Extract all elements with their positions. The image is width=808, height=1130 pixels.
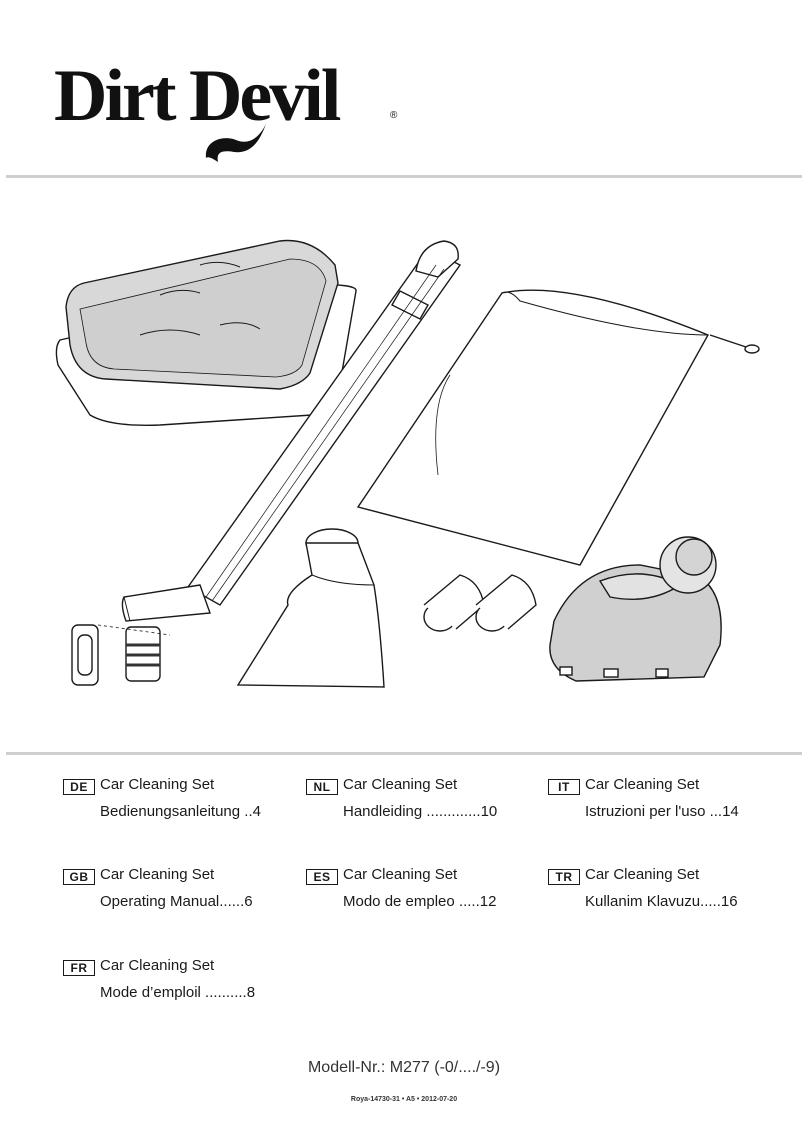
language-entry-es: ES Car Cleaning Set Modo de empleo .....… (306, 866, 546, 946)
microfiber-cloths-icon (55, 239, 357, 426)
connector-rings-icon (423, 574, 537, 632)
language-code: NL (306, 779, 338, 795)
manual-reference: Handleiding .............10 (343, 803, 498, 820)
language-code: TR (548, 869, 580, 885)
product-illustration (55, 239, 760, 688)
language-code: ES (306, 869, 338, 885)
entry-title: Car Cleaning Set (343, 866, 458, 883)
language-code: GB (63, 869, 95, 885)
entry-title: Car Cleaning Set (585, 776, 700, 793)
upholstery-nozzle-icon (236, 528, 385, 688)
print-code: Roya-14730-31 • A5 • 2012-07-20 (350, 1096, 458, 1103)
entry-title: Car Cleaning Set (100, 957, 215, 974)
devil-tail-icon (205, 124, 266, 162)
language-entry-nl: NL Car Cleaning Set Handleiding ........… (306, 776, 546, 856)
crevice-tool-icon (121, 240, 462, 622)
language-entry-it: IT Car Cleaning Set Istruzioni per l'uso… (548, 776, 788, 856)
entry-title: Car Cleaning Set (100, 866, 215, 883)
entry-title: Car Cleaning Set (343, 776, 458, 793)
entry-title: Car Cleaning Set (100, 776, 215, 793)
language-entry-fr: FR Car Cleaning Set Mode d’emploil .....… (63, 957, 303, 1037)
model-number: Modell-Nr.: M277 (-0/..../-9) (307, 1059, 501, 1076)
svg-text:®: ® (390, 110, 398, 121)
top-divider (6, 175, 802, 178)
language-code: FR (63, 960, 95, 976)
language-entry-gb: GB Car Cleaning Set Operating Manual....… (63, 866, 303, 946)
language-entry-tr: TR Car Cleaning Set Kullanim Klavuzu....… (548, 866, 788, 946)
manual-reference: Kullanim Klavuzu.....16 (585, 893, 738, 910)
manual-reference: Bedienungsanleitung ..4 (100, 803, 261, 820)
language-code: DE (63, 779, 95, 795)
manual-reference: Mode d’emploil ..........8 (100, 984, 256, 1001)
storage-bag-icon (356, 289, 760, 566)
entry-title: Car Cleaning Set (585, 866, 700, 883)
language-code: IT (548, 779, 580, 795)
language-entry-de: DE Car Cleaning Set Bedienungsanleitung … (63, 776, 303, 856)
brand-logo: Dirt Devil ® (54, 55, 398, 162)
middle-divider (6, 752, 802, 755)
brush-adapter-icon (71, 624, 171, 686)
turbo-brush-icon (549, 536, 722, 682)
brand-logo-text: Dirt Devil (54, 55, 341, 137)
manual-reference: Operating Manual......6 (100, 893, 253, 910)
manual-reference: Istruzioni per l'uso ...14 (585, 803, 739, 820)
manual-reference: Modo de empleo .....12 (343, 893, 497, 910)
